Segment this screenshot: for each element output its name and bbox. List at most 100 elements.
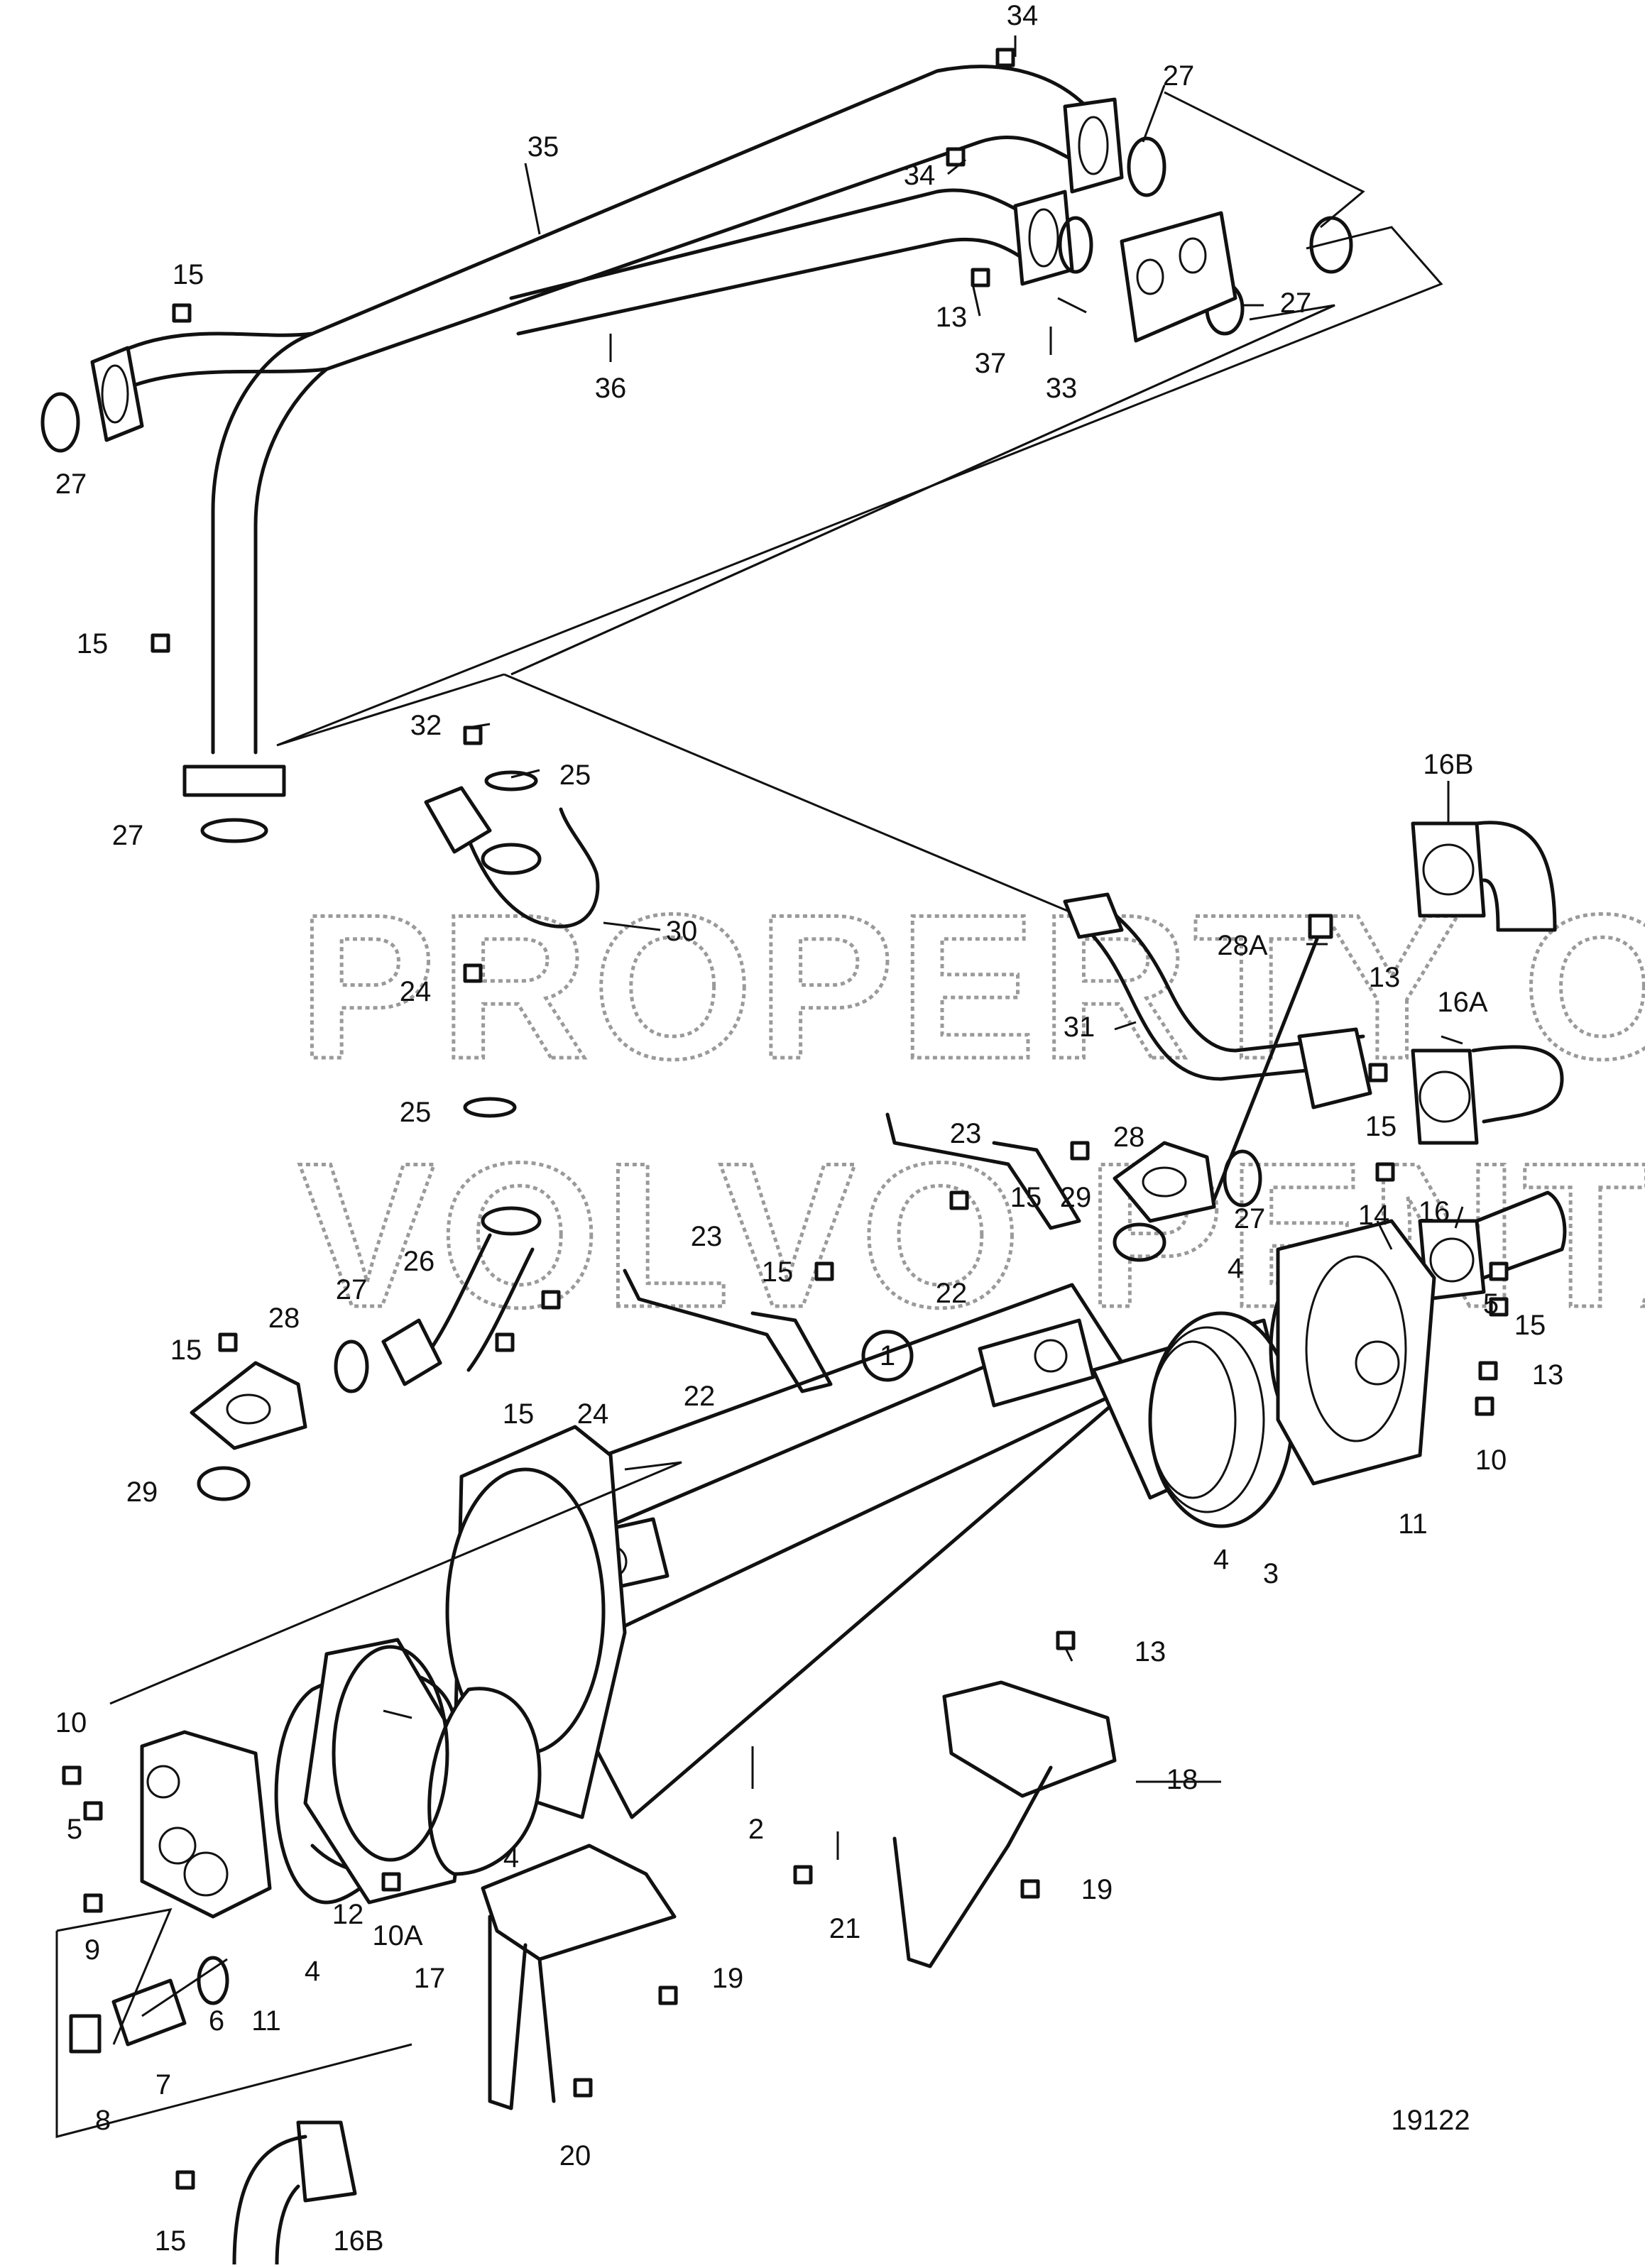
callout-label-16b-top: 16B [1423, 749, 1473, 780]
callout-label-15i: 15 [155, 2225, 187, 2257]
callout-label-28a-bolt: 28A [1217, 930, 1267, 961]
callout-label-23b: 23 [950, 1118, 982, 1149]
elbow-30 [424, 770, 600, 928]
callout-label-15c: 15 [1365, 1111, 1397, 1142]
callout-label-4b: 4 [1228, 1253, 1243, 1284]
callout-label-34b: 34 [904, 160, 936, 191]
callout-label-18: 18 [1166, 1764, 1198, 1795]
bolt-28a [1212, 914, 1333, 1202]
callout-label-4c: 4 [503, 1842, 519, 1873]
callout-label-10a-variant: 10A [372, 1920, 422, 1951]
callout-label-28b: 28 [1113, 1122, 1145, 1153]
callout-label-27f: 27 [336, 1274, 368, 1305]
elbow-28-right [1113, 1141, 1216, 1223]
callout-label-9: 9 [84, 1934, 100, 1966]
callout-label-27c: 27 [55, 469, 87, 500]
callout-label-15d: 15 [1010, 1182, 1042, 1213]
callout-1-circle [861, 1330, 914, 1382]
callout-label-4d: 4 [305, 1956, 320, 1987]
callout-label-30: 30 [666, 916, 698, 947]
callout-label-1: 1 [880, 1340, 895, 1371]
callout-label-20: 20 [559, 2140, 591, 2171]
callout-label-19b: 19 [712, 1963, 744, 1994]
callout-label-12: 12 [332, 1899, 364, 1930]
drawing-number: 19122 [1391, 2105, 1470, 2136]
callout-label-24b: 24 [577, 1398, 609, 1430]
callout-label-8: 8 [95, 2105, 111, 2136]
callout-label-15a: 15 [173, 259, 204, 290]
callout-label-15b: 15 [77, 628, 109, 659]
end-cover-right [1269, 1219, 1436, 1486]
callout-label-17: 17 [414, 1963, 446, 1994]
callout-label-13a: 13 [936, 302, 968, 333]
callout-label-15f: 15 [170, 1335, 202, 1366]
elbow-28-left [190, 1361, 307, 1450]
callout-label-25a: 25 [559, 760, 591, 791]
bracket-22-left [623, 1269, 833, 1393]
callout-label-16a: 16A [1437, 987, 1487, 1018]
exhaust-pipe-35 [111, 65, 1088, 755]
callout-label-31: 31 [1064, 1012, 1095, 1043]
callout-label-34a: 34 [1007, 0, 1039, 31]
bolts [62, 48, 1509, 2190]
callout-label-15g: 15 [503, 1398, 535, 1430]
callout-label-13c: 13 [1532, 1359, 1564, 1391]
callout-label-4a: 4 [1213, 1544, 1229, 1575]
callout-label-10a: 10 [1475, 1445, 1507, 1476]
callout-label-10b: 10 [55, 1707, 87, 1738]
callout-label-13d: 13 [1135, 1636, 1166, 1667]
callout-labels: 1 2 3 4 4 4 4 5 5 6 7 8 9 10 10 10A 11 1… [55, 0, 1564, 2257]
callout-label-33: 33 [1046, 373, 1078, 404]
callout-label-7: 7 [155, 2069, 171, 2100]
callout-label-29a: 29 [126, 1477, 158, 1508]
callout-label-6: 6 [209, 2005, 224, 2037]
callout-label-23a: 23 [691, 1221, 723, 1252]
callout-label-25b: 25 [400, 1097, 432, 1128]
callout-label-27d: 27 [112, 820, 144, 851]
callout-label-3: 3 [1263, 1558, 1279, 1589]
callout-label-28a: 28 [268, 1303, 300, 1334]
callout-label-22a: 22 [684, 1381, 716, 1412]
pipe-flanges [90, 97, 1124, 797]
elbow-16b-bottom [232, 2120, 357, 2267]
callout-label-5a: 5 [1483, 1288, 1499, 1320]
callout-label-21: 21 [829, 1913, 861, 1944]
callout-label-26: 26 [403, 1246, 435, 1277]
callout-label-16b-bottom: 16B [333, 2225, 383, 2257]
callout-label-5b: 5 [67, 1814, 82, 1845]
callout-label-32: 32 [410, 710, 442, 741]
callout-label-27e: 27 [1234, 1203, 1266, 1234]
elbow-16b-top [1411, 821, 1557, 932]
callout-leaders [383, 35, 1464, 1860]
callout-label-24a: 24 [400, 976, 432, 1007]
bracket-22-right [885, 1112, 1081, 1230]
callout-label-2: 2 [748, 1814, 764, 1845]
callout-label-13b: 13 [1369, 962, 1401, 993]
tube-bundle-3 [1091, 1311, 1294, 1528]
callout-label-16: 16 [1419, 1196, 1450, 1227]
reference-brackets-lower [55, 1461, 682, 2138]
bracket-33 [1120, 211, 1237, 343]
callout-label-15e: 15 [762, 1256, 794, 1288]
plug-assembly [69, 1956, 229, 2054]
callout-label-15h: 15 [1514, 1310, 1546, 1341]
callout-label-11a: 11 [1398, 1508, 1428, 1540]
callout-label-35: 35 [528, 131, 559, 163]
end-cover-left [140, 1638, 542, 1919]
callout-label-29b: 29 [1060, 1182, 1092, 1213]
reference-outlines [276, 91, 1443, 917]
elbow-16a [1411, 1045, 1564, 1145]
callout-label-14: 14 [1358, 1200, 1390, 1231]
exhaust-pipe-31 [1063, 892, 1372, 1110]
elbow-26 [381, 1097, 542, 1386]
bracket-17 [481, 1844, 677, 2110]
callout-label-27b: 27 [1280, 287, 1312, 319]
callout-label-22b: 22 [936, 1278, 968, 1309]
callout-label-11b: 11 [251, 2005, 281, 2037]
callout-label-37: 37 [975, 348, 1007, 379]
callout-label-19a: 19 [1081, 1874, 1113, 1905]
callout-label-27a: 27 [1163, 60, 1195, 92]
bracket-18 [892, 1680, 1117, 1968]
